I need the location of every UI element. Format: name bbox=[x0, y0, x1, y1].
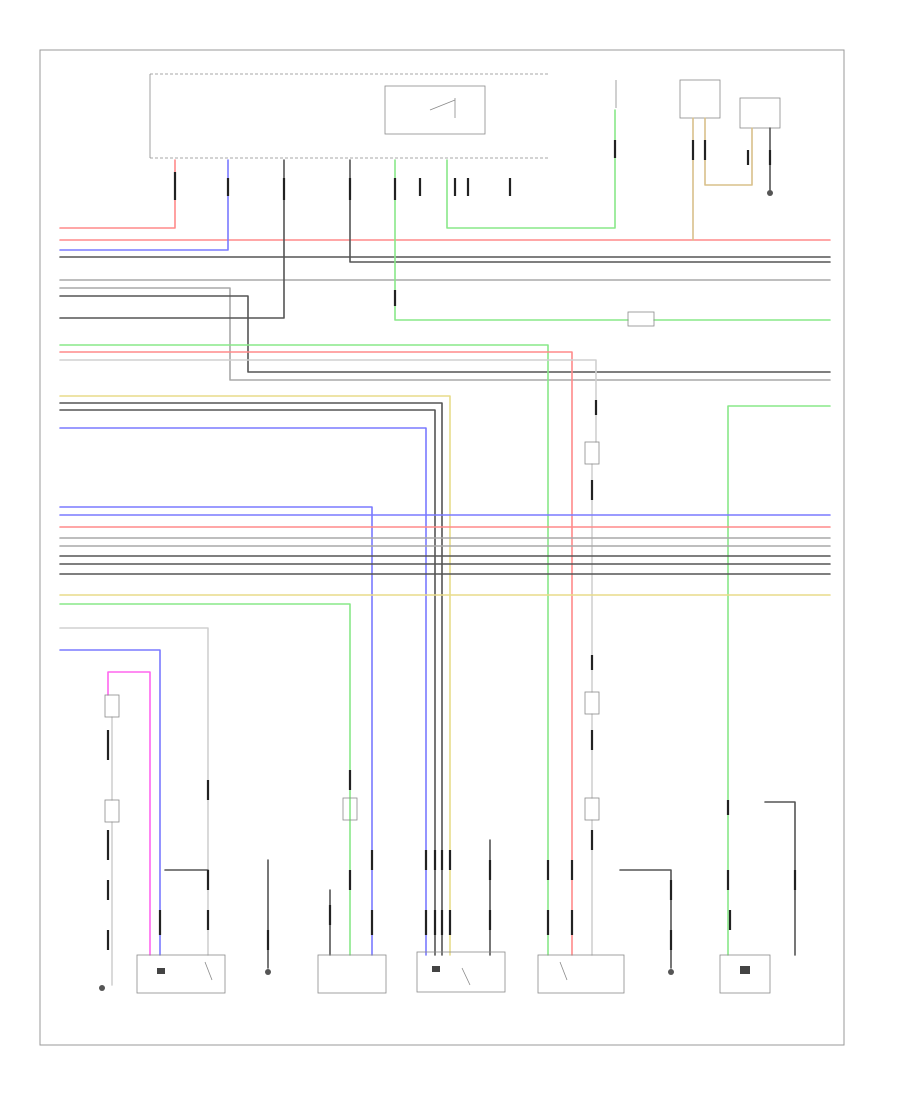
wire-green-drop-2 bbox=[59, 603, 351, 956]
wire-light-drop-5 bbox=[59, 627, 209, 956]
wire-dark-drop-1 bbox=[59, 402, 443, 956]
wire-top-blue bbox=[59, 159, 229, 251]
wire-green-drop bbox=[59, 344, 549, 956]
wire-blue-drop-3 bbox=[59, 649, 161, 956]
wire-bus-dark-3 bbox=[59, 295, 831, 373]
wire-pink bbox=[107, 671, 151, 956]
wire-blue-drop bbox=[59, 427, 427, 956]
inline-components bbox=[104, 311, 655, 823]
wire-bus-dark-2 bbox=[349, 159, 831, 263]
wire-top-red-1 bbox=[59, 159, 176, 229]
module-1 bbox=[136, 954, 226, 994]
wires bbox=[59, 109, 831, 986]
wire-red-drop bbox=[59, 351, 573, 956]
wire-green-right-drop bbox=[727, 405, 831, 956]
wire-ground-2 bbox=[619, 869, 672, 969]
bottom-components bbox=[99, 190, 773, 994]
diagram-frame bbox=[39, 49, 845, 1046]
module-4 bbox=[537, 954, 625, 994]
wire-bus-gray-2 bbox=[59, 287, 831, 381]
module-5 bbox=[719, 954, 771, 994]
upper-right-relays bbox=[615, 79, 781, 129]
wire-top-dark bbox=[59, 159, 285, 319]
module-2 bbox=[317, 954, 387, 994]
wire-module-5 bbox=[764, 801, 796, 956]
junction-block bbox=[149, 73, 550, 159]
wire-dark-drop-2 bbox=[59, 409, 436, 956]
connector-segments bbox=[106, 140, 797, 950]
wire-blue-drop-2 bbox=[59, 506, 373, 956]
wire-green-mid bbox=[394, 159, 629, 321]
wire-yellow-drop bbox=[59, 395, 451, 956]
wire-green-upper bbox=[446, 109, 616, 229]
module-3 bbox=[416, 951, 506, 993]
